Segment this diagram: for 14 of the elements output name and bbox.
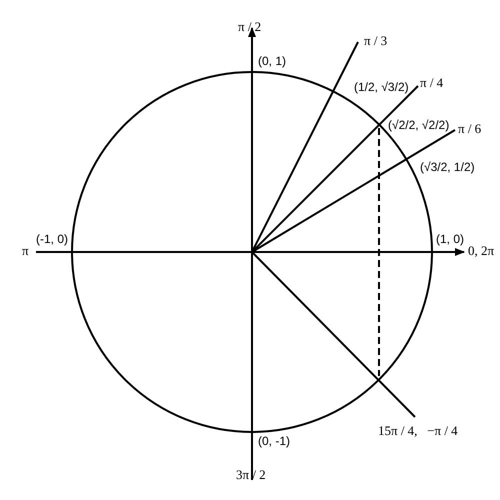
angle-label: π / 3 [364,34,388,48]
angle-label: π [22,244,29,258]
coordinate-label: (0, 1) [258,54,286,68]
angle-label: 15π / 4, −π / 4 [378,424,458,438]
coordinate-label: (0, -1) [258,434,290,448]
angle-label: π / 4 [420,76,444,90]
angle-label: π / 6 [458,122,482,136]
coordinate-label: (-1, 0) [36,232,68,246]
coordinate-label: (√2/2, √2/2) [388,118,450,132]
angle-label: π / 2 [238,20,262,34]
angle-label: 0, 2π [468,244,494,258]
coordinate-label: (1, 0) [436,232,464,246]
coordinate-label: (1/2, √3/2) [354,80,409,94]
coordinate-label: (√3/2, 1/2) [420,160,475,174]
